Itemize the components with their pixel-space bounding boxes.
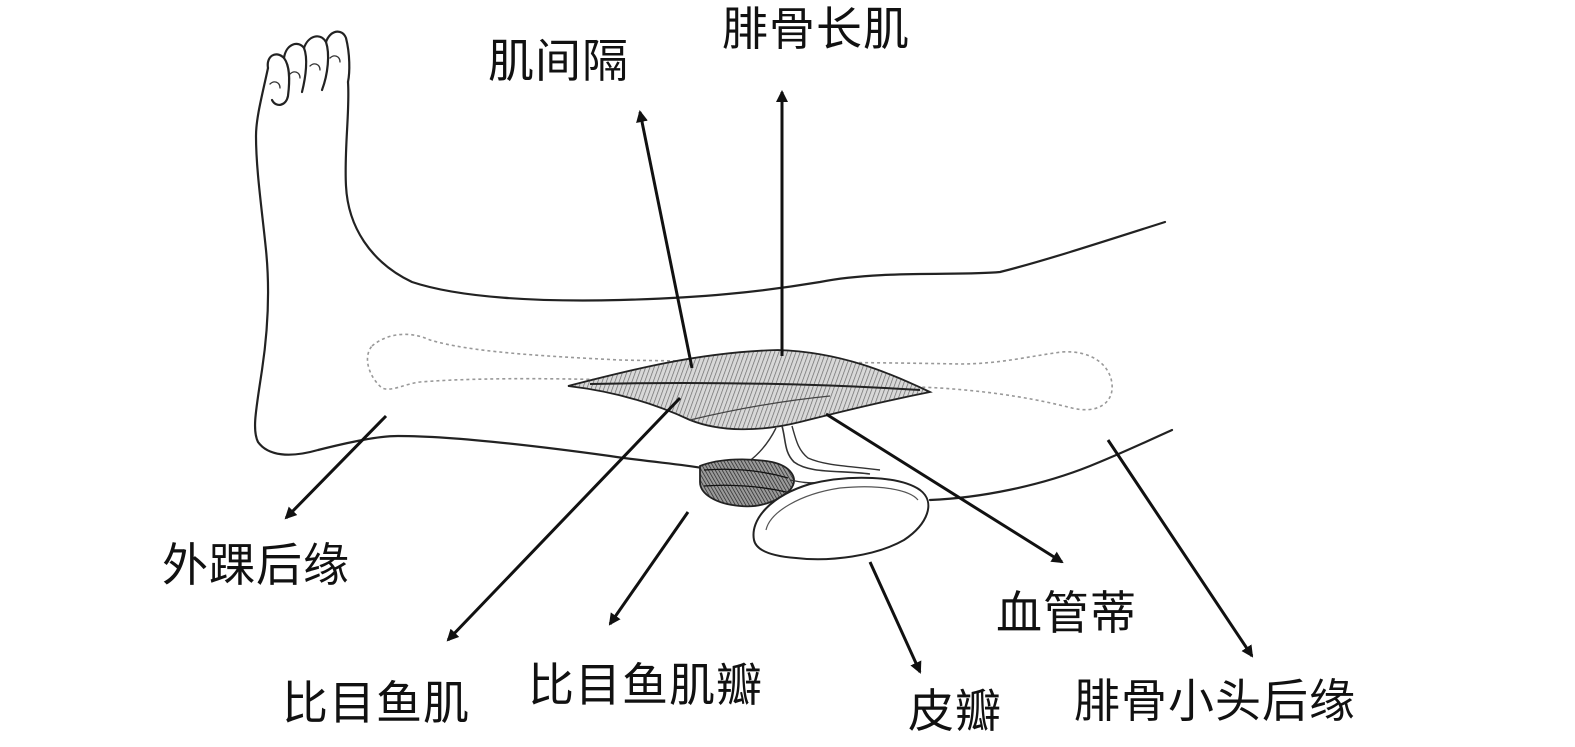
soleus-flap-shape	[699, 458, 821, 508]
arrow-soleus	[446, 396, 682, 642]
arrow-lateral-malleolus	[284, 414, 388, 520]
arrow-fibular-head	[1106, 439, 1254, 658]
label-fibular-head-posterior-edge: 腓骨小头后缘	[1074, 674, 1356, 728]
leg-outline	[253, 30, 1174, 502]
arrow-soleus-flap	[608, 511, 690, 626]
arrow-intermuscular-septum	[636, 110, 694, 369]
arrow-vascular-pedicle	[825, 412, 1064, 564]
label-peroneus-longus: 腓骨长肌	[722, 2, 910, 56]
label-lateral-malleolus-posterior-edge: 外踝后缘	[162, 538, 350, 592]
label-soleus: 比目鱼肌	[282, 676, 470, 730]
arrow-skin-flap	[868, 561, 922, 674]
skin-flap-shape	[752, 476, 930, 561]
fibula-bone	[366, 333, 1113, 411]
label-skin-flap: 皮瓣	[908, 684, 1002, 738]
label-intermuscular-septum: 肌间隔	[488, 34, 629, 88]
label-soleus-flap: 比目鱼肌瓣	[528, 658, 763, 712]
label-arrows	[284, 90, 1254, 674]
muscle-belly	[567, 349, 933, 431]
label-vascular-pedicle: 血管蒂	[996, 586, 1137, 640]
